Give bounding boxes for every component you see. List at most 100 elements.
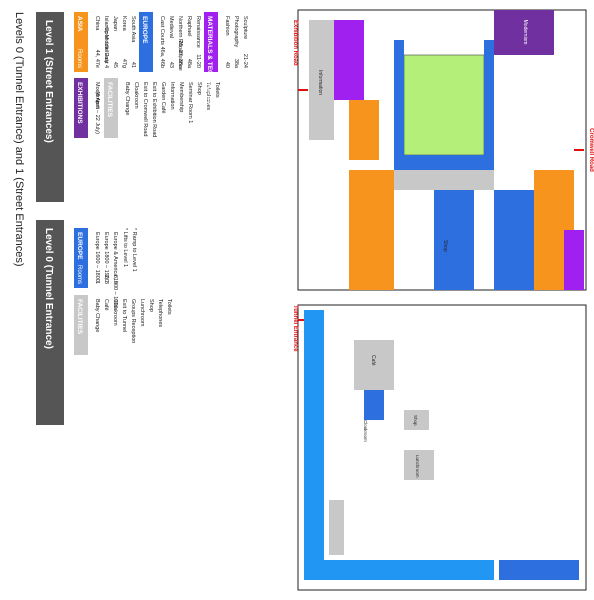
europe-l0-row-rooms: 1 — [94, 281, 100, 284]
facilities-l1-row-label: Exit to Exhibition Road — [151, 82, 157, 137]
europe-l1-row-rooms: 25, 27, 38a — [177, 40, 183, 68]
europe-l1-row-label: Renaissance — [195, 16, 201, 48]
level0-note: * Lifts to Level 1 — [122, 228, 128, 267]
facilities-l0-header — [74, 295, 88, 355]
europe-l1-row-rooms: 11-20 — [195, 54, 201, 68]
asia-row-rooms: Open until July 4 — [103, 27, 109, 68]
facilities-l1-row-label: Membership — [178, 82, 184, 112]
level1-title: Level 1 (Street Entrances) — [43, 20, 54, 143]
lunchroom — [404, 450, 434, 480]
materials-row-rooms: 21-24 — [242, 54, 248, 68]
facilities-l0-row-label: Groups Reception — [130, 299, 136, 343]
europe-l1-row-rooms: 43 — [168, 62, 174, 68]
asia-row-label: South Asia — [130, 16, 136, 43]
materials-room — [334, 20, 364, 100]
information-label: Information — [317, 70, 323, 95]
facilities-l0-row-label: Lunchroom — [139, 299, 145, 327]
materials-row-rooms: 40 — [224, 62, 230, 68]
europe-l1-header — [139, 12, 153, 72]
facilities-l1-row-label: Telephones — [205, 82, 211, 110]
facilities-l1-row-label: Information — [169, 82, 175, 110]
shop-l0-label: Shop — [413, 415, 418, 426]
europe-l0-row-label: Europe & America 1800 – 1900 — [112, 232, 118, 308]
asia-rooms-header: Rooms — [76, 49, 82, 68]
europe-l1-row-label: Raphael — [186, 16, 192, 37]
materials-room — [564, 230, 584, 290]
asia-row-rooms: 44, 47e — [94, 50, 100, 68]
europe-gallery — [304, 310, 324, 580]
europe-gallery — [499, 560, 579, 580]
exhibitions-header — [74, 78, 88, 138]
facilities-l0-row-label: Café — [103, 299, 109, 311]
asia-row-label: Korea — [121, 16, 127, 32]
europe-l1-row-rooms: 48a — [186, 59, 192, 69]
page-title: Levels 0 (Tunnel Entrance) and 1 (Street… — [13, 12, 25, 267]
europe-l1-row-label: Cast Courts — [159, 16, 165, 45]
facilities-l0-row-label: Toilets — [166, 299, 172, 315]
facilities-l1-row-label: Cloakroom — [133, 82, 139, 109]
tunnel-entrance-label: Tunnel Entrance — [292, 305, 298, 352]
materials-row-label: Fashion — [224, 16, 230, 36]
europe-l0-row-label: Europe 1800 – 1900 — [103, 232, 109, 282]
europe-room — [394, 40, 404, 170]
asia-room — [349, 170, 394, 290]
asia-row-label: China — [94, 16, 100, 31]
europe-l1-row-label: Medieval — [168, 16, 174, 38]
europe-l1-header-label: EUROPE — [141, 16, 148, 44]
modernism-label: Modernism — [522, 20, 528, 45]
exhibitions-row-rooms: (8 April – 22 July) — [94, 92, 100, 135]
europe-l0-row-rooms: 8, 9 — [112, 275, 118, 284]
level0-title: Level 0 (Tunnel Entrance) — [43, 228, 54, 349]
europe-l0-row-label: Europe 1600 – 1800 — [94, 232, 100, 282]
cafe-label: Café — [370, 355, 376, 366]
facilities-l0-row-label: Exit to Tunnel — [121, 299, 127, 332]
europe-l0-header — [74, 228, 88, 288]
facilities-l1-row-label: Garden Café — [160, 82, 166, 114]
asia-row-rooms: 41 — [130, 62, 136, 68]
europe-gallery — [304, 560, 494, 580]
facilities-l1-row-label: Toilets — [214, 82, 220, 98]
facilities-l1-header-label: FACILITIES — [106, 82, 113, 118]
asia-room — [349, 100, 379, 160]
asia-header — [74, 12, 88, 72]
facilities-l1-row-label: Seminar Room 1 — [187, 82, 193, 123]
europe-room — [484, 40, 494, 170]
asia-row-rooms: 45 — [112, 62, 118, 68]
materials-header — [204, 12, 218, 72]
shop-label: Shop — [442, 240, 448, 252]
level1-header-bar — [36, 12, 64, 202]
cafe-area — [354, 340, 394, 390]
europe-room — [434, 190, 474, 290]
facilities-l0-row-label: Telephones — [157, 299, 163, 327]
cromwell-road-label: Cromwell Road — [588, 128, 594, 172]
level0-frame — [297, 304, 587, 591]
europe-room — [394, 155, 494, 170]
materials-header-label: MATERIALS & TECHNIQUES — [206, 16, 213, 105]
corridor — [394, 170, 494, 190]
facilities-l1-row-label: Baby Change — [124, 82, 130, 115]
asia-header-label: ASIA — [76, 16, 83, 32]
europe-l0-header-label: EUROPE — [76, 232, 83, 260]
modernism-room — [494, 10, 554, 55]
asia-row-label: Japan — [112, 16, 118, 31]
facilities-l0-row-label: Baby Change — [94, 299, 100, 332]
europe-l1-row-label: Northern Renaissance — [177, 16, 183, 71]
asia-row-label: Islamic Middle East — [103, 16, 109, 64]
materials-row-label: Sculpture — [242, 16, 248, 39]
europe-room — [494, 190, 534, 290]
exhibitions-row-label: Modernism — [94, 82, 100, 110]
facilities-l0-row-label: Shop — [148, 299, 154, 312]
facilities-l1-row-label: Shop — [196, 82, 202, 95]
groups-reception — [404, 410, 429, 430]
cloakroom-label: Cloakroom — [363, 420, 368, 442]
facilities-l1-header — [104, 78, 118, 138]
exhibitions-header-label: EXHIBITIONS — [76, 82, 83, 124]
asia-row-rooms: 47g — [121, 59, 127, 68]
materials-row-label: Photography — [233, 16, 239, 47]
